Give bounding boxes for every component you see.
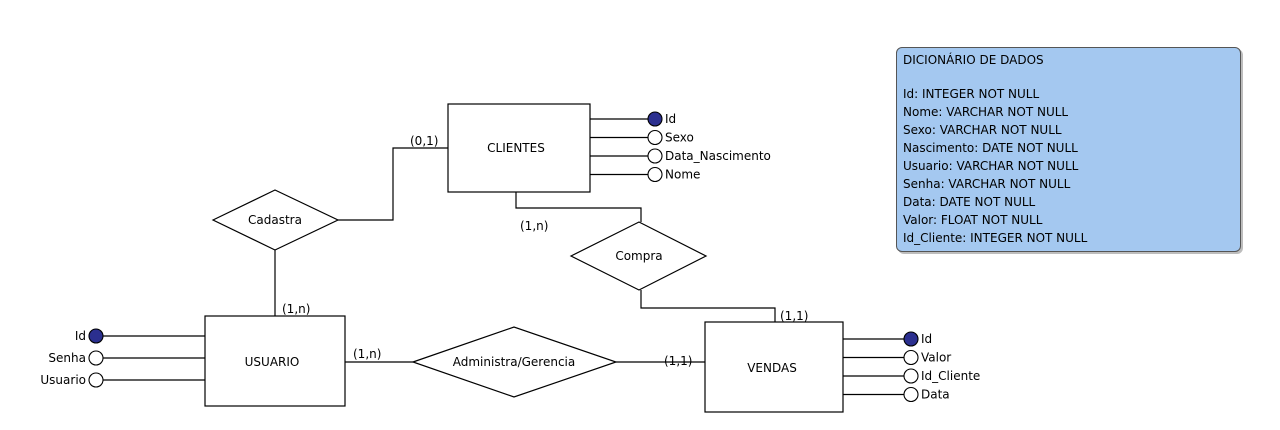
- attribute-clientes-sexo[interactable]: Sexo: [590, 129, 694, 146]
- entity-clientes-label: CLIENTES: [487, 141, 545, 155]
- attribute-label: Usuario: [40, 373, 86, 387]
- attribute-label: Id: [665, 112, 676, 126]
- data-dictionary-lines: Id: INTEGER NOT NULL Nome: VARCHAR NOT NU…: [903, 85, 1234, 247]
- connectors: [274, 147, 776, 363]
- attribute-clientes-id[interactable]: Id: [590, 111, 676, 127]
- cardinality-vendas-compra: (1,1): [780, 309, 808, 323]
- attribute-usuario-senha[interactable]: Senha: [48, 350, 205, 366]
- key-attribute-marker: [903, 331, 919, 347]
- attribute-label: Id_Cliente: [921, 369, 980, 383]
- entity-vendas[interactable]: VENDAS: [704, 321, 844, 413]
- attribute-marker: [903, 386, 919, 403]
- attribute-label: Data: [921, 388, 950, 402]
- relationship-cadastra-label: Cadastra: [248, 213, 302, 227]
- attribute-vendas-id_cliente[interactable]: Id_Cliente: [843, 368, 980, 384]
- attribute-marker: [903, 349, 919, 366]
- data-dictionary-line: Senha: VARCHAR NOT NULL: [903, 177, 1071, 191]
- attribute-label: Valor: [921, 351, 951, 365]
- attribute-usuario-id[interactable]: Id: [75, 328, 205, 344]
- attribute-label: Id: [75, 329, 86, 343]
- attribute-label: Nome: [665, 168, 700, 182]
- attribute-marker: [647, 148, 663, 164]
- line-clientes-cadastra: [338, 147, 448, 221]
- attribute-clientes-data_nascimento[interactable]: Data_Nascimento: [590, 148, 771, 164]
- cardinality-clientes-compra: (1,n): [520, 219, 548, 233]
- relationship-administra[interactable]: Administra/Gerencia: [411, 326, 618, 398]
- relationship-compra[interactable]: Compra: [569, 221, 708, 291]
- attribute-vendas-id[interactable]: Id: [843, 331, 932, 347]
- attribute-marker: [88, 350, 104, 366]
- data-dictionary-title: DICIONÁRIO DE DADOS: [903, 53, 1044, 67]
- cardinality-vendas-administra: (1,1): [664, 354, 692, 368]
- key-attribute-marker: [88, 328, 104, 344]
- line-clientes-compra: [515, 192, 642, 222]
- attribute-vendas-data[interactable]: Data: [843, 386, 950, 403]
- entity-clientes[interactable]: CLIENTES: [447, 103, 591, 193]
- key-attribute-marker: [647, 111, 663, 127]
- attribute-vendas-valor[interactable]: Valor: [843, 349, 951, 366]
- entity-vendas-label: VENDAS: [747, 361, 797, 375]
- attribute-clientes-nome[interactable]: Nome: [590, 166, 700, 183]
- attribute-marker: [88, 372, 104, 388]
- data-dictionary-line: Id_Cliente: INTEGER NOT NULL: [903, 231, 1088, 245]
- data-dictionary-line: Valor: FLOAT NOT NULL: [903, 213, 1043, 227]
- relationship-cadastra[interactable]: Cadastra: [211, 189, 340, 251]
- data-dictionary-line: Usuario: VARCHAR NOT NULL: [903, 159, 1079, 173]
- attribute-marker: [903, 368, 919, 384]
- attribute-marker: [647, 166, 663, 183]
- relationship-compra-label: Compra: [615, 249, 662, 263]
- relationship-administra-label: Administra/Gerencia: [453, 355, 576, 369]
- cardinality-usuario-administra: (1,n): [353, 347, 381, 361]
- attribute-label: Data_Nascimento: [665, 149, 771, 163]
- data-dictionary-panel: DICIONÁRIO DE DADOS Id: INTEGER NOT NULL…: [896, 47, 1241, 252]
- cardinality-clientes-cadastra: (0,1): [410, 134, 438, 148]
- data-dictionary-line: Data: DATE NOT NULL: [903, 195, 1036, 209]
- data-dictionary-line: Nome: VARCHAR NOT NULL: [903, 105, 1069, 119]
- attribute-marker: [647, 129, 663, 146]
- data-dictionary-line: Sexo: VARCHAR NOT NULL: [903, 123, 1062, 137]
- attribute-usuario-usuario[interactable]: Usuario: [40, 372, 205, 388]
- entity-usuario-label: USUARIO: [245, 355, 300, 369]
- data-dictionary-line: Nascimento: DATE NOT NULL: [903, 141, 1078, 155]
- data-dictionary-line: Id: INTEGER NOT NULL: [903, 87, 1040, 101]
- attribute-label: Sexo: [665, 131, 694, 145]
- cardinality-usuario-cadastra: (1,n): [282, 302, 310, 316]
- attribute-label: Id: [921, 332, 932, 346]
- line-compra-vendas: [640, 290, 776, 322]
- attribute-label: Senha: [48, 351, 86, 365]
- entity-usuario[interactable]: USUARIO: [204, 315, 346, 407]
